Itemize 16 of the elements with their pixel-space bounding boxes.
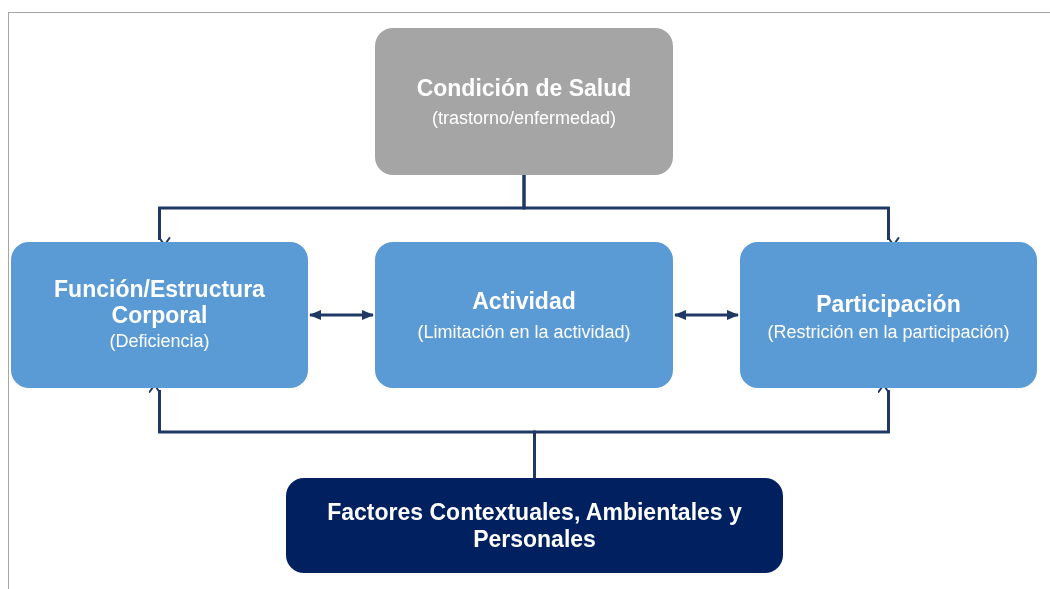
box-description: (Restrición en la participación) xyxy=(767,321,1010,344)
process-box xyxy=(286,478,783,573)
box-heading: Condición de Salud xyxy=(416,73,632,103)
box-description: (trastorno/enfermedad) xyxy=(431,107,617,131)
process-box xyxy=(375,242,673,388)
box-description: (Limitación en la actividad) xyxy=(417,320,631,344)
box-description: (Deficiencia) xyxy=(109,329,210,353)
arrow xyxy=(309,310,374,320)
process-box xyxy=(11,242,308,388)
box-heading: Participación xyxy=(816,289,961,319)
process-box xyxy=(375,28,673,175)
box-heading: Factores Contextuales, Ambientales y Personales xyxy=(326,498,743,553)
arrow xyxy=(674,310,739,320)
box-heading: Función/Estructura Corporal xyxy=(53,275,266,328)
box-heading: Actividad xyxy=(472,287,576,317)
process-box xyxy=(740,242,1037,388)
